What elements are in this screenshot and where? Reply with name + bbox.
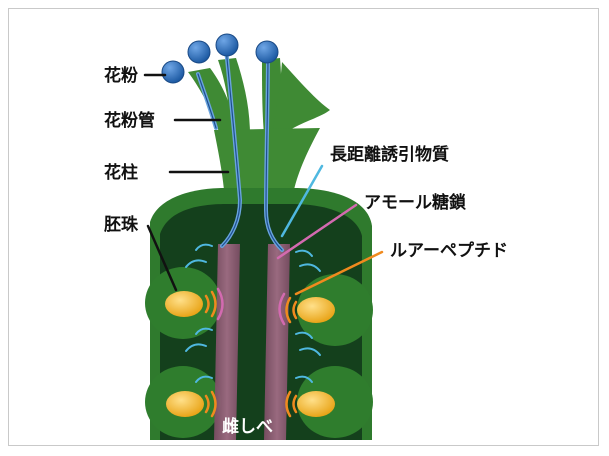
label-lure-peptide: ルアーペプチド [390, 240, 508, 261]
label-pollen-tube: 花粉管 [104, 110, 155, 131]
label-pollen: 花粉 [104, 65, 138, 86]
pollen-grain [188, 41, 210, 63]
label-amor-sugar-chain: アモール糖鎖 [364, 192, 467, 213]
pollen-grain [162, 61, 184, 83]
ovule-bottom-right [297, 366, 373, 438]
transmitting-tract-right [264, 244, 290, 440]
transmitting-tract-left [214, 244, 240, 440]
label-pistil: 雌しべ [222, 416, 273, 437]
pollen-grains [162, 34, 278, 83]
label-long-distance-attractant: 長距離誘引物質 [330, 144, 449, 165]
label-style: 花柱 [104, 162, 138, 183]
pollen-grain [216, 34, 238, 56]
pollen-grain [256, 41, 278, 63]
stigma [188, 58, 330, 135]
label-ovule: 胚珠 [104, 215, 139, 235]
